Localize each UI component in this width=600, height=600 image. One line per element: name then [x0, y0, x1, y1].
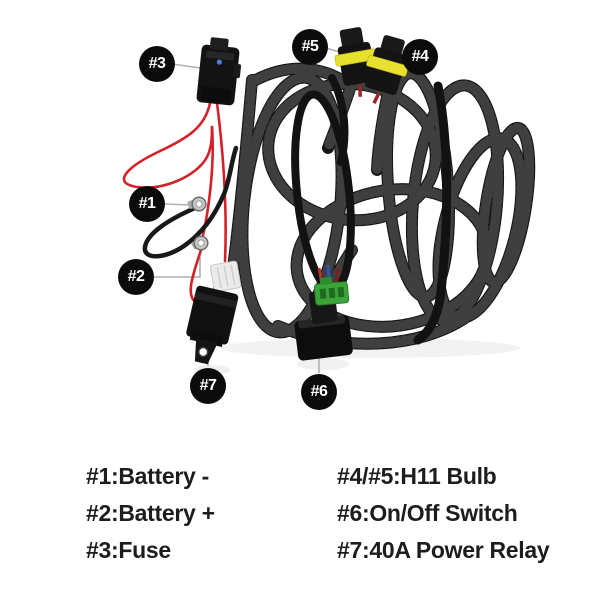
badge-5: #5 — [292, 29, 328, 65]
bulb-band-yellow — [366, 55, 409, 77]
wire-loom-tangle — [227, 62, 536, 350]
ring-terminal-1 — [187, 196, 207, 212]
badge-3: #3 — [139, 46, 175, 82]
switch-connector-green — [313, 277, 350, 306]
legend-column-left: #1:Battery - #2:Battery + #3:Fuse — [86, 458, 215, 569]
legend-item-switch: #6:On/Off Switch — [337, 500, 518, 526]
badge-4: #4 — [402, 39, 438, 75]
ground-wire — [142, 145, 239, 259]
badge-6: #6 — [301, 374, 337, 410]
legend-column-right: #4/#5:H11 Bulb #6:On/Off Switch #7:40A P… — [337, 458, 550, 569]
fuse-holder — [196, 37, 242, 106]
harness-illustration — [122, 27, 536, 375]
relay-mount-hole — [197, 346, 209, 358]
legend-item-h11-bulb: #4/#5:H11 Bulb — [337, 463, 497, 489]
legend-item-battery-pos: #2:Battery + — [86, 500, 215, 526]
badge-2: #2 — [118, 259, 154, 295]
ring-terminal-2 — [191, 235, 209, 251]
legend: #1:Battery - #2:Battery + #3:Fuse #4/#5:… — [0, 458, 600, 588]
h11-connector-5 — [334, 27, 377, 97]
relay-connector-white — [209, 260, 242, 293]
legend-item-relay: #7:40A Power Relay — [337, 537, 550, 563]
h11-connector-4 — [365, 35, 409, 104]
badge-7: #7 — [190, 368, 226, 404]
fuse-indicator-dot — [216, 59, 222, 65]
onoff-switch — [294, 264, 353, 361]
power-relay — [186, 285, 239, 365]
legend-item-battery-neg: #1:Battery - — [86, 463, 209, 489]
legend-item-fuse: #3:Fuse — [86, 537, 171, 563]
badge-1: #1 — [129, 186, 165, 222]
